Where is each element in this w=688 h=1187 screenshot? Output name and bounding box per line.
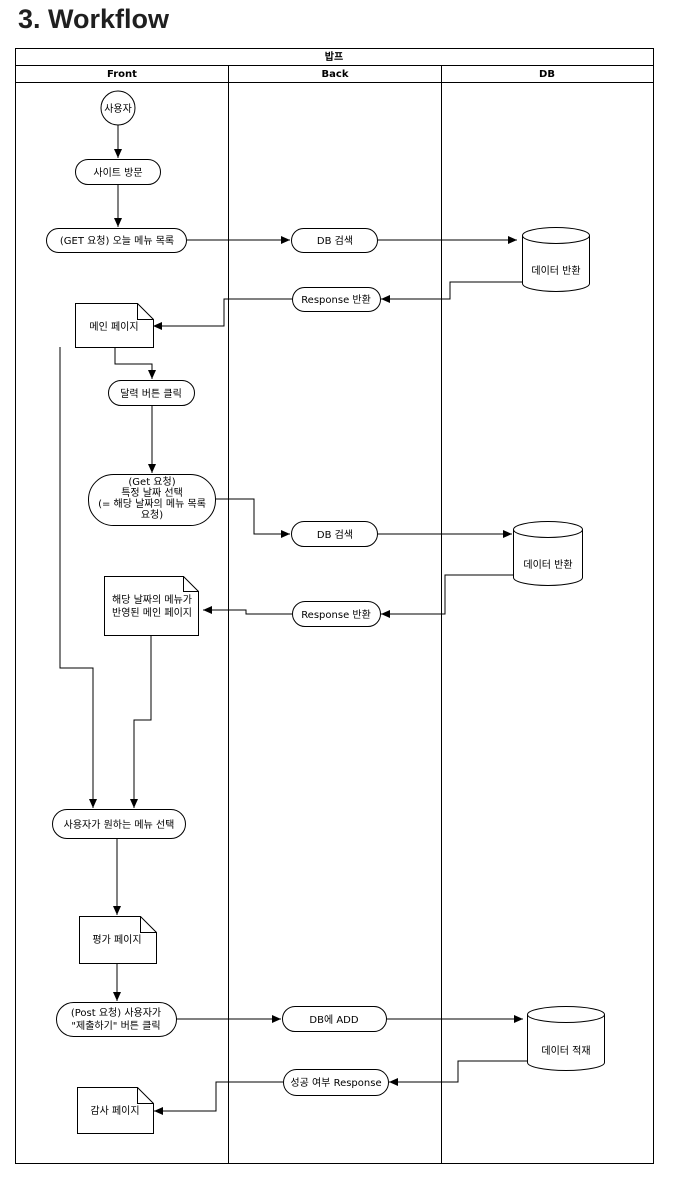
lane-header-front: Front xyxy=(107,69,137,80)
edge-data1-response1 xyxy=(381,281,522,303)
node-post-submit: (Post 요청) 사용자가 "제출하기" 버튼 클릭 xyxy=(56,1002,177,1037)
node-data-return-1: 데이터 반환 xyxy=(522,227,590,292)
node-data-return-2-label: 데이터 반환 xyxy=(523,559,572,571)
node-db-search-1: DB 검색 xyxy=(291,228,378,253)
node-date-main-page: 해당 날짜의 메뉴가 반영된 메인 페이지 xyxy=(104,576,199,636)
lane-header-db: DB xyxy=(539,69,555,80)
edge-datastore-success xyxy=(389,1060,528,1086)
edge-getdate-dbsearch2 xyxy=(216,498,290,538)
node-get-date-select: (Get 요청) 특정 날짜 선택 (= 해당 날짜의 메뉴 목록 요청) xyxy=(88,474,216,526)
node-date-main-page-line1: 해당 날짜의 메뉴가 xyxy=(112,593,192,606)
node-response-return-1-label: Response 반환 xyxy=(301,294,371,306)
edge-data2-response2 xyxy=(381,574,515,618)
edge-success-thanks xyxy=(154,1081,283,1115)
edge-response2-datemain xyxy=(203,606,292,615)
page-title: 3. Workflow xyxy=(18,4,170,34)
node-calendar-click-label: 달력 버튼 클릭 xyxy=(120,388,182,400)
node-response-return-2-label: Response 반환 xyxy=(301,609,371,621)
node-get-date-select-line1: (Get 요청) xyxy=(128,476,175,488)
node-menu-select: 사용자가 원하는 메뉴 선택 xyxy=(52,809,186,839)
node-response-return-2: Response 반환 xyxy=(292,601,381,627)
node-data-return-1-label: 데이터 반환 xyxy=(531,265,580,277)
connectors xyxy=(59,125,528,1115)
node-db-search-2: DB 검색 xyxy=(291,521,378,547)
edge-main-calendar xyxy=(114,347,156,379)
node-data-store: 데이터 적재 xyxy=(527,1006,605,1071)
node-success-response: 성공 여부 Response xyxy=(283,1069,389,1096)
node-thanks-page: 감사 페이지 xyxy=(77,1087,154,1134)
edge-main-menuselect xyxy=(59,347,97,808)
node-menu-select-label: 사용자가 원하는 메뉴 선택 xyxy=(64,818,175,831)
node-site-visit: 사이트 방문 xyxy=(75,159,161,185)
lane-header-back: Back xyxy=(322,69,349,80)
edge-response1-main xyxy=(153,298,292,330)
node-post-submit-line1: (Post 요청) 사용자가 xyxy=(71,1007,161,1019)
node-review-page: 평가 페이지 xyxy=(79,916,157,964)
edge-datemain-menuselect xyxy=(130,636,152,808)
node-site-visit-label: 사이트 방문 xyxy=(93,167,142,179)
node-response-return-1: Response 반환 xyxy=(292,287,381,312)
node-post-submit-line2: "제출하기" 버튼 클릭 xyxy=(71,1019,160,1032)
node-date-main-page-line2: 반영된 메인 페이지 xyxy=(112,607,192,619)
node-db-search-1-label: DB 검색 xyxy=(317,235,353,247)
node-data-return-2: 데이터 반환 xyxy=(513,521,583,586)
node-get-date-select-line2: 특정 날짜 선택 xyxy=(121,487,183,499)
node-main-page: 메인 페이지 xyxy=(75,303,154,348)
node-data-store-label: 데이터 적재 xyxy=(541,1045,590,1057)
node-db-add: DB에 ADD xyxy=(282,1006,387,1032)
node-db-add-label: DB에 ADD xyxy=(309,1014,358,1026)
node-calendar-click: 달력 버튼 클릭 xyxy=(108,380,195,406)
node-user-start: 사용자 xyxy=(100,90,136,126)
node-get-date-select-line3: (= 해당 날짜의 메뉴 목록 xyxy=(98,497,206,510)
node-get-date-select-line4: 요청) xyxy=(141,509,163,521)
node-main-page-label: 메인 페이지 xyxy=(89,321,138,333)
node-thanks-page-label: 감사 페이지 xyxy=(90,1105,139,1117)
node-review-page-label: 평가 페이지 xyxy=(92,934,141,946)
node-db-search-2-label: DB 검색 xyxy=(317,529,353,541)
pool-title: 밥프 xyxy=(325,50,343,63)
node-user-start-label: 사용자 xyxy=(104,103,132,115)
node-get-today-menu: (GET 요청) 오늘 메뉴 목록 xyxy=(46,228,187,253)
node-success-response-label: 성공 여부 Response xyxy=(290,1077,381,1089)
node-get-today-menu-label: (GET 요청) 오늘 메뉴 목록 xyxy=(60,235,174,247)
